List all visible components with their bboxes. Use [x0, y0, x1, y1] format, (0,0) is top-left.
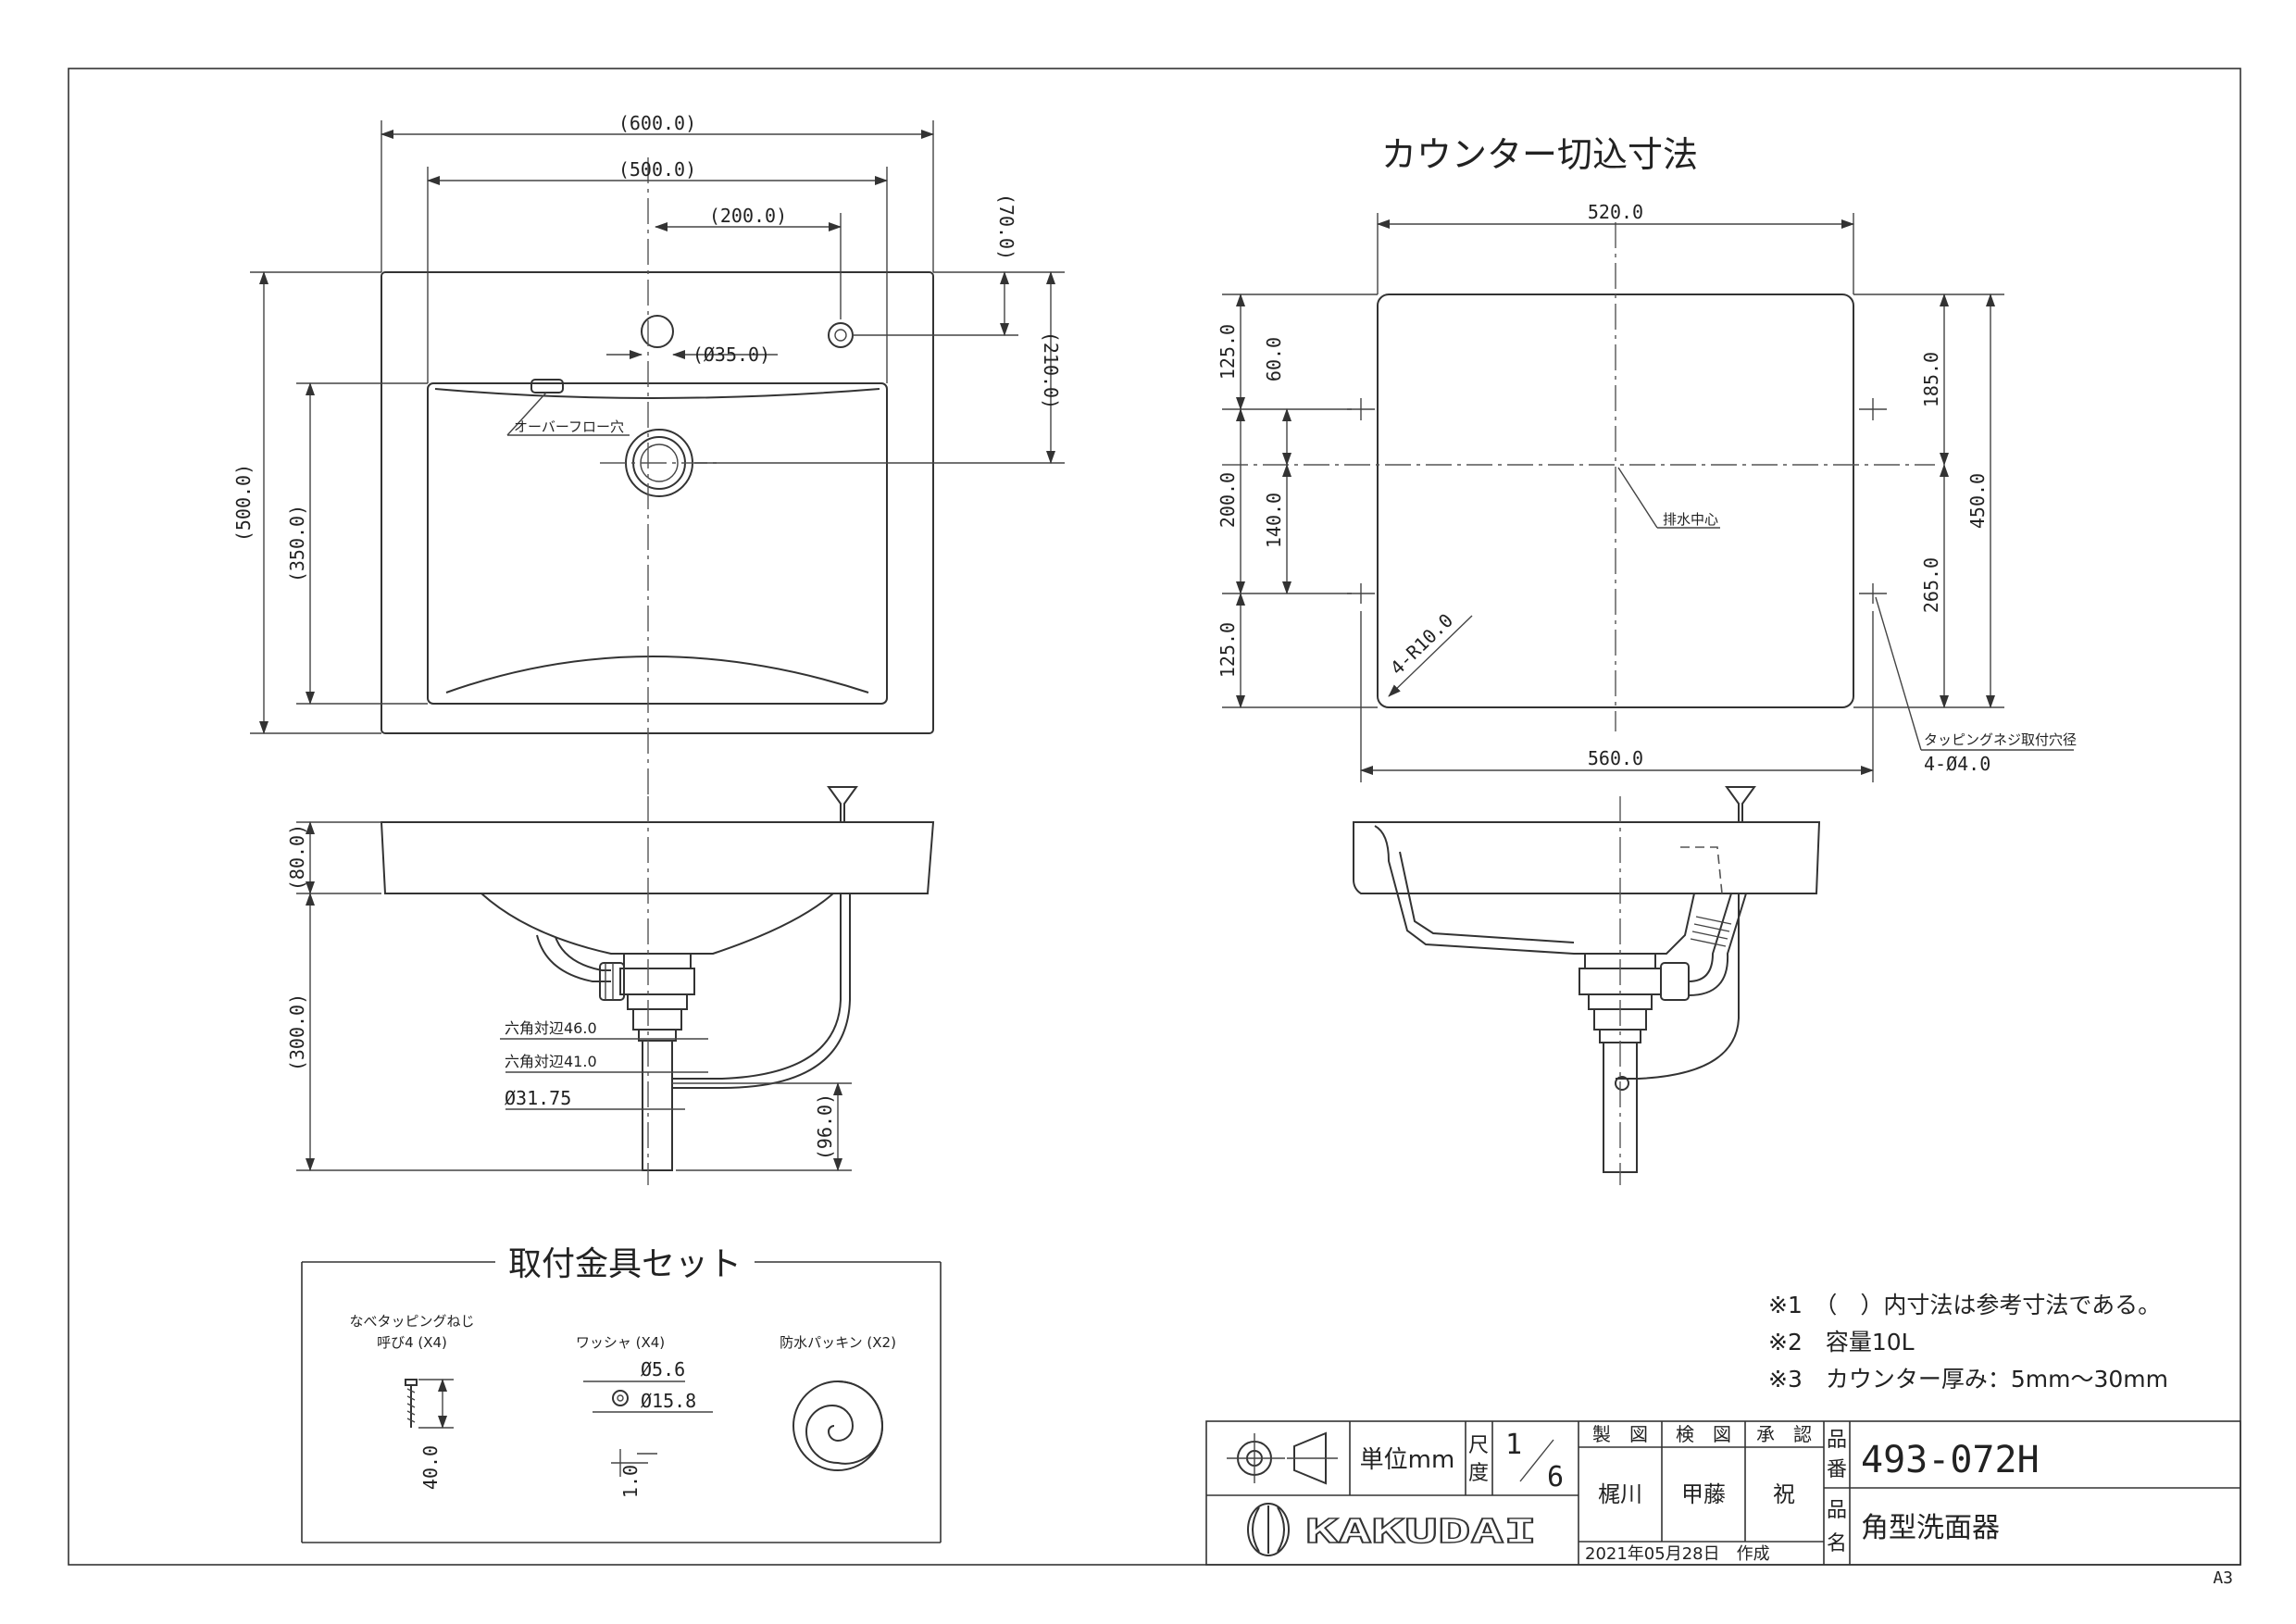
screw-label-2: 呼び4 (X4): [377, 1334, 447, 1351]
scale-denominator: 6: [1547, 1461, 1564, 1493]
hardware-set: 取付金具セット なべタッピングねじ 呼び4 (X4) 40.0 ワッシャ (X4…: [301, 1245, 942, 1543]
note-3: ※3 カウンター厚み：5mm～30mm: [1768, 1366, 2168, 1393]
screw-label-1: なべタッピングねじ: [349, 1313, 474, 1330]
washer-icon: [612, 1390, 629, 1406]
dim-right-bottom: 265.0: [1920, 557, 1942, 613]
dim-top-to-drain: (210.0): [1040, 331, 1062, 409]
scale-label-2: 度: [1468, 1462, 1489, 1485]
plan-view: (600.0) (500.0) (200.0) (Ø35.0) (70.0) (…: [232, 112, 1065, 796]
washer-thickness: 1.0: [619, 1465, 642, 1498]
dim-right-top: 185.0: [1920, 352, 1942, 407]
dim-hex-46: 六角対辺46.0: [505, 1019, 597, 1037]
note-2: ※2 容量10L: [1768, 1329, 1915, 1355]
brand-name: KAKUDAI: [1305, 1513, 1537, 1551]
part-number: 493-072H: [1861, 1439, 2040, 1481]
dim-bowl-width: (500.0): [618, 158, 696, 181]
note-1: ※1 （ ）内寸法は参考寸法である。: [1768, 1292, 2161, 1318]
drawing-date: 2021年05月28日 作成: [1585, 1544, 1770, 1564]
dim-trap-offset: (96.0): [814, 1093, 836, 1160]
notes: ※1 （ ）内寸法は参考寸法である。 ※2 容量10L ※3 カウンター厚み：5…: [1768, 1292, 2168, 1393]
part-name: 角型洗面器: [1861, 1512, 2000, 1544]
approve-name: 祝: [1773, 1481, 1795, 1507]
packing-label: 防水パッキン (X2): [780, 1334, 896, 1351]
part-name-label-1: 品: [1827, 1499, 1847, 1522]
sheet-border: [68, 68, 2241, 1566]
title-block: 単位mm 尺 度 1 6 製 図 検 図 承 認 梶川 甲藤 祝 品 番 493…: [1205, 1420, 2241, 1588]
scale-numerator: 1: [1505, 1429, 1522, 1461]
check-name: 甲藤: [1681, 1481, 1726, 1507]
made-name: 梶川: [1598, 1481, 1642, 1507]
kakudai-logo-icon: [1247, 1503, 1290, 1556]
dim-left-top: 125.0: [1217, 324, 1239, 380]
dim-right-total: 450.0: [1966, 473, 1989, 529]
dim-overall-depth: (500.0): [232, 464, 255, 542]
dim-overall-width: (600.0): [618, 112, 696, 134]
dim-left-mid: 200.0: [1217, 472, 1239, 528]
hardware-set-title: 取付金具セット: [508, 1245, 742, 1283]
tap-hole-label: タッピングネジ取付穴径: [1924, 731, 2077, 748]
side-view-right: [1353, 786, 1821, 1185]
dim-left-bottom: 125.0: [1217, 622, 1239, 678]
sheet-size: A3: [2213, 1568, 2233, 1588]
overflow-label: オーバーフロー穴: [514, 418, 624, 435]
screw-icon: [405, 1379, 418, 1428]
unit-label: 単位mm: [1360, 1446, 1455, 1474]
dim-bolt-span: 560.0: [1588, 747, 1643, 769]
scale-label-1: 尺: [1468, 1434, 1489, 1457]
hose-ribs: [1690, 916, 1732, 947]
washer-label: ワッシャ (X4): [576, 1334, 665, 1351]
part-no-label-2: 番: [1827, 1458, 1847, 1481]
dim-inner-top: 60.0: [1263, 337, 1285, 381]
dim-hole-spacing: (200.0): [709, 205, 787, 227]
side-view-left: (80.0) (300.0) (96.0) 六角対辺46.0 六角対辺41.0 …: [286, 786, 935, 1185]
part-no-label-1: 品: [1827, 1429, 1847, 1452]
dim-hex-41: 六角対辺41.0: [505, 1053, 597, 1070]
dim-top-to-hole: (70.0): [995, 194, 1017, 260]
bolt-hole-marks: [1347, 398, 1887, 604]
dim-cut-width: 520.0: [1588, 201, 1643, 223]
part-name-label-2: 名: [1827, 1532, 1847, 1555]
dim-inner-mid: 140.0: [1263, 493, 1285, 548]
dim-rim-height: (80.0): [286, 824, 308, 891]
washer-inner-dia: Ø5.6: [641, 1358, 685, 1380]
dim-pipe-diameter: Ø31.75: [505, 1087, 571, 1109]
counter-cut-view: カウンター切込寸法 520.0 560.0 125.0 200.0 125.0: [1217, 134, 2077, 782]
approve-label: 承 認: [1756, 1423, 1812, 1445]
made-label: 製 図: [1592, 1423, 1648, 1445]
dim-bowl-height: (300.0): [286, 993, 308, 1071]
screw-length: 40.0: [419, 1445, 442, 1490]
projection-symbol-icon: [1227, 1431, 1338, 1485]
dim-bowl-depth: (350.0): [286, 505, 308, 582]
drain-center-label: 排水中心: [1663, 511, 1718, 528]
washer-outer-dia: Ø15.8: [641, 1390, 696, 1412]
counter-cut-title: カウンター切込寸法: [1381, 134, 1698, 175]
dim-hole-diameter: (Ø35.0): [693, 344, 770, 366]
dim-corner-radius: 4-R10.0: [1386, 609, 1457, 680]
check-label: 検 図: [1676, 1423, 1731, 1445]
packing-icon: [792, 1380, 884, 1471]
tap-hole-value: 4-Ø4.0: [1924, 753, 1990, 775]
